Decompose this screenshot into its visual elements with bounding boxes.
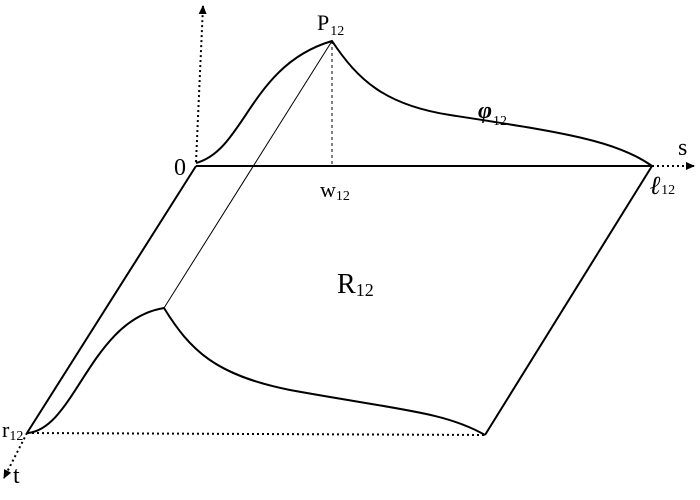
lower-curve <box>26 306 486 436</box>
phi-label: φ12 <box>478 98 507 129</box>
l-label: ℓ12 <box>650 171 675 200</box>
region-label: R12 <box>337 269 374 300</box>
right-edge <box>484 165 653 436</box>
t-axis-extension <box>3 432 28 479</box>
origin-label: 0 <box>174 155 186 181</box>
s-axis-label: s <box>678 135 687 161</box>
bottom-edge-dotted <box>26 432 486 436</box>
t-axis-label: t <box>13 463 20 489</box>
vertical-axis <box>195 5 207 163</box>
w-label: w12 <box>320 177 350 204</box>
peak-label: P12 <box>317 10 344 39</box>
r-label: r12 <box>2 417 23 444</box>
peak-connector-line <box>163 40 333 309</box>
left-edge <box>26 165 197 434</box>
phi-curve <box>195 39 653 167</box>
